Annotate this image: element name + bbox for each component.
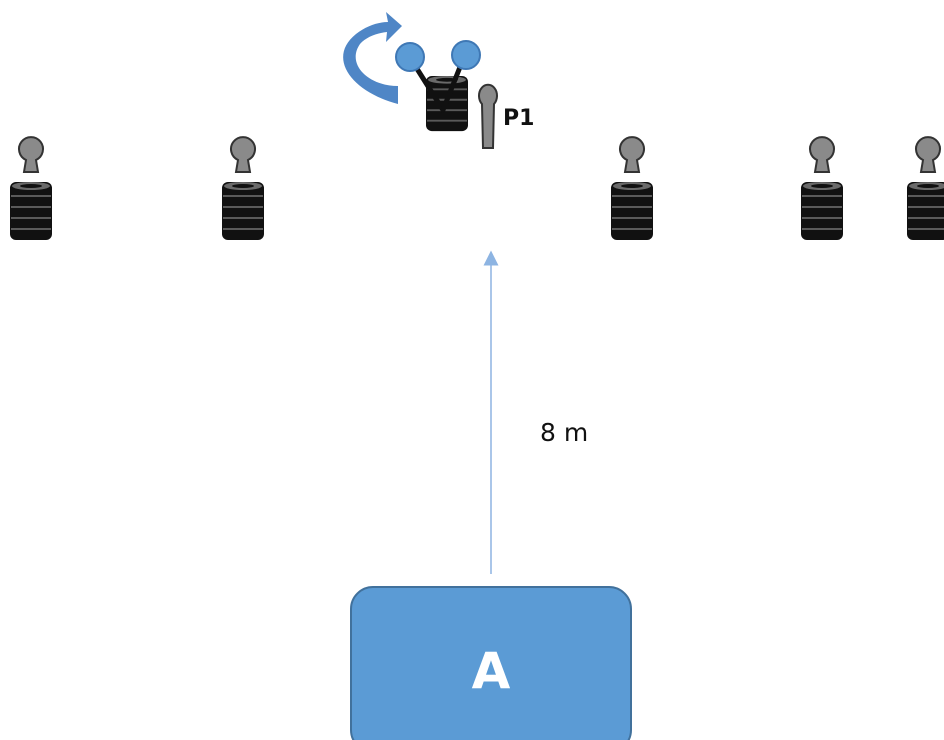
distance-label: 8 m <box>540 418 588 447</box>
ball-stick-right <box>440 59 465 113</box>
marker-far-right-1 <box>800 136 844 241</box>
target-label: P1 <box>503 106 534 131</box>
target-station: P1 <box>343 12 534 149</box>
marker-left <box>221 136 265 241</box>
ball-left <box>395 42 425 72</box>
rotation-arrow-icon <box>343 12 402 104</box>
marker-far-left <box>9 136 53 241</box>
marker-far-right-2 <box>906 136 944 241</box>
target-cone-icon <box>478 83 498 149</box>
ball-stick-left <box>411 61 446 113</box>
marker-right <box>610 136 654 241</box>
start-box <box>350 586 632 740</box>
start-box-label: A <box>472 642 511 700</box>
ball-right <box>451 40 481 70</box>
